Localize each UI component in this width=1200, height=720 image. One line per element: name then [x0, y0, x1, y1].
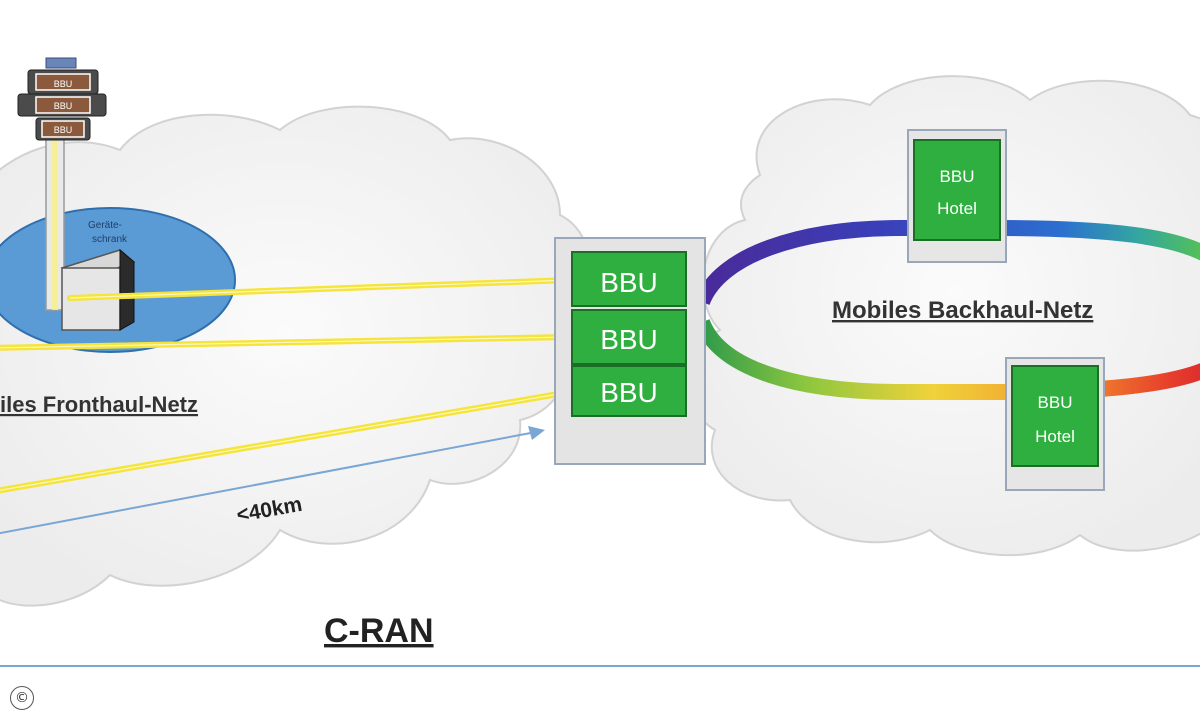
backhaul-label: Mobiles Backhaul-Netz	[832, 297, 1093, 324]
tower-unit: BBU	[17, 93, 107, 117]
ring-lower-arc	[694, 318, 1200, 400]
bbu-hotel-line1: BBU	[940, 167, 975, 186]
bbu-rack: BBU BBU BBU	[554, 237, 706, 465]
bbu-unit: BBU	[571, 365, 687, 417]
copyright-icon: ©	[10, 686, 34, 710]
fronthaul-cloud	[0, 105, 591, 607]
bbu-unit-label: BBU	[600, 267, 658, 298]
cabinet-label-line2: schrank	[92, 234, 128, 245]
bbu-unit: BBU	[571, 309, 687, 365]
tower-unit-label: BBU	[54, 125, 73, 135]
distance-arrow	[0, 426, 545, 535]
bbu-hotel-line1: BBU	[1038, 393, 1073, 412]
cabinet-label-line1: Geräte-	[88, 220, 122, 231]
bbu-unit-label: BBU	[600, 324, 658, 355]
bbu-hotel: BBU Hotel	[907, 129, 1007, 263]
tower-units: BBU BBU BBU	[17, 69, 107, 141]
bbu-hotel: BBU Hotel	[1005, 357, 1105, 491]
ring-upper-arc	[694, 220, 1200, 306]
tower-unit-label: BBU	[54, 101, 73, 111]
tower-unit: BBU	[27, 69, 99, 95]
bbu-hotel-line2: Hotel	[1035, 427, 1075, 446]
backhaul-ring	[694, 220, 1200, 400]
c-ran-label: C-RAN	[324, 612, 434, 650]
bbu-hotel-line2: Hotel	[937, 199, 977, 218]
tower-unit: BBU	[35, 117, 91, 141]
bbu-unit: BBU	[571, 251, 687, 307]
bbu-unit-label: BBU	[600, 377, 658, 408]
tower-unit-label: BBU	[54, 79, 73, 89]
fronthaul-label: iles Fronthaul-Netz	[0, 392, 198, 417]
